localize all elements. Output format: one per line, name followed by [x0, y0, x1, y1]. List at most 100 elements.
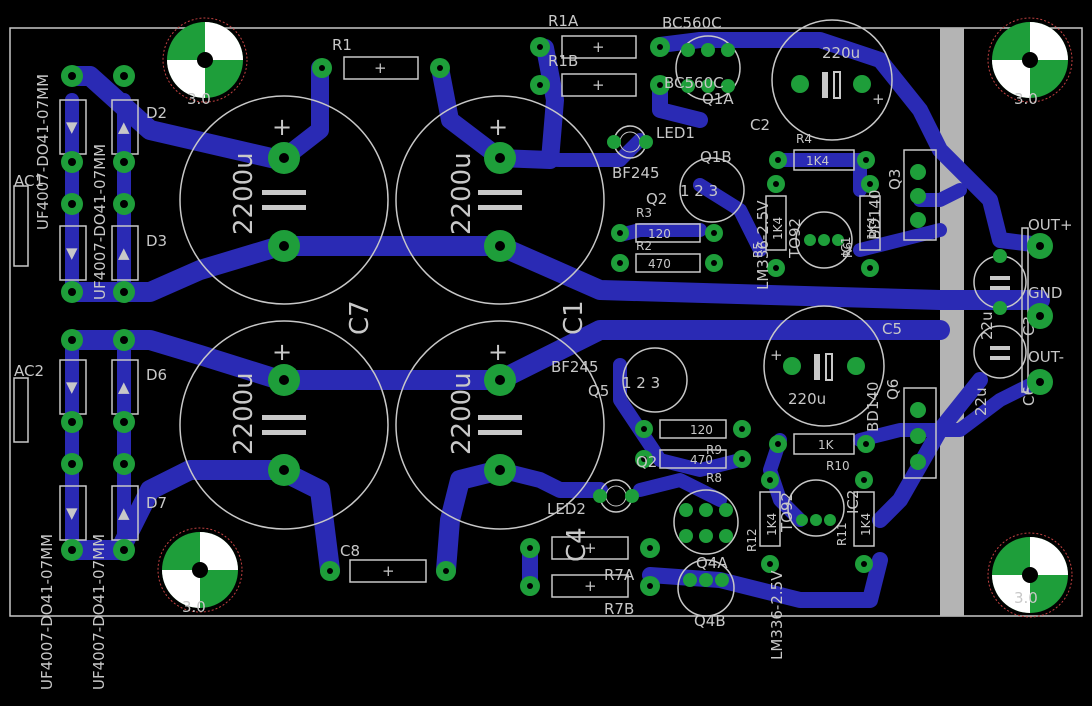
- transistor-type: BC560C: [662, 14, 722, 32]
- transistor-q4b: Q4B: [677, 559, 735, 630]
- ac-connectors: AC1 AC2: [13, 172, 44, 443]
- resistor-value: 470: [648, 257, 671, 271]
- diode-ref-d3: D3: [146, 232, 167, 250]
- capacitor-ref: C7: [345, 300, 375, 335]
- transistor-q1a: BC560C BC560C Q1A: [662, 14, 741, 108]
- diode-package-label: UF4007-DO41-07MM: [38, 534, 56, 690]
- capacitor-c1: + 2200u C1: [395, 95, 605, 335]
- regulator-type: LM336-2.5V: [768, 570, 786, 660]
- resistor-r8: 470 R8: [635, 449, 751, 485]
- diode-package-label: UF4007-DO41-07MM: [90, 534, 108, 690]
- capacitor-ref: C1: [559, 300, 589, 335]
- resistor-value: 1K: [818, 438, 835, 452]
- mount-hole-bottom-right: 3.0: [987, 532, 1073, 618]
- svg-text:▲: ▲: [118, 118, 130, 136]
- capacitor-ref: C2: [750, 116, 770, 134]
- svg-text:+: +: [872, 90, 885, 108]
- svg-text:+: +: [488, 113, 508, 141]
- resistor-value: 1K4: [859, 513, 873, 536]
- transistor-ref-q2-bottom: Q2: [636, 453, 657, 471]
- output-connector: OUT+ GND OUT-: [1021, 216, 1073, 395]
- svg-text:+: +: [770, 346, 783, 364]
- led-ref: LED2: [547, 500, 586, 518]
- resistor-r10: 1K R10: [769, 433, 875, 473]
- regulator-package: TO92: [778, 492, 796, 533]
- regulator-ref: IC1: [839, 236, 853, 256]
- transistor-q4a: Q4A: [673, 489, 739, 572]
- svg-text:+: +: [584, 577, 597, 595]
- transistor-type: BD140: [866, 190, 884, 240]
- resistor-ref: R3: [636, 206, 652, 220]
- capacitor-value: 22u: [972, 387, 990, 416]
- resistor-value: 1K4: [806, 154, 829, 168]
- diode-ref-d6: D6: [146, 366, 167, 384]
- mount-hole-label: 3.0: [1014, 589, 1038, 607]
- capacitor-value: 220u: [822, 44, 860, 62]
- resistor-ref: R5: [751, 242, 765, 258]
- regulator-ref: IC2: [844, 490, 862, 514]
- output-minus-label: OUT-: [1028, 348, 1064, 366]
- regulator-ic2: TO92 LM336-2.5V IC2: [768, 479, 862, 660]
- svg-text:+: +: [374, 59, 387, 77]
- svg-text:▼: ▼: [66, 118, 78, 136]
- transistor-ref: Q3: [886, 169, 904, 190]
- mount-hole-label: 3.0: [182, 598, 206, 616]
- transistor-type: BF245: [551, 358, 599, 376]
- ac-connector-label-top: AC1: [14, 172, 44, 190]
- resistor-r7b: + R7B: [520, 574, 660, 618]
- transistor-ref-q2: Q2: [646, 190, 667, 208]
- capacitor-c8: + 2200u C8: [179, 320, 389, 560]
- diode-ref-d7: D7: [146, 494, 167, 512]
- transistor-ref: Q4A: [696, 554, 728, 572]
- svg-text:+: +: [272, 338, 292, 366]
- mount-hole-label: 3.0: [1014, 90, 1038, 108]
- capacitor-value: 2200u: [229, 372, 259, 455]
- regulator-package: TO92: [786, 218, 804, 259]
- transistor-pins: 1 2 3: [622, 374, 660, 392]
- transistor-ref: Q1B: [700, 148, 732, 166]
- capacitor-c4: + 2200u C4: [395, 320, 605, 562]
- svg-text:+: +: [488, 338, 508, 366]
- resistor-ref: R11: [835, 522, 849, 546]
- board-outline: [9, 27, 1083, 617]
- capacitor-value: 220u: [788, 390, 826, 408]
- transistor-type: BF245: [612, 164, 660, 182]
- diode-package-label: UF4007-DO41-07MM: [91, 144, 109, 300]
- resistor-r5: 1K4 R5: [751, 175, 787, 277]
- svg-text:▲: ▲: [118, 244, 130, 262]
- svg-text:+: +: [592, 38, 605, 56]
- capacitor-c6: 22u C6: [972, 325, 1038, 416]
- transistor-q1b: 1 2 3 Q1B: [679, 148, 745, 223]
- small-capacitors: 220u C2 + 220u C5 + 22u C3 22u C6: [750, 19, 1038, 427]
- transistor-ref: Q4B: [694, 612, 726, 630]
- diode-pads: [61, 65, 135, 561]
- svg-text:▲: ▲: [118, 504, 130, 522]
- resistor-value: 120: [648, 227, 671, 241]
- resistor-ref: R8: [706, 471, 722, 485]
- transistor-q3: Q3 BD140: [866, 149, 937, 241]
- capacitor-c2: 220u C2 +: [750, 19, 893, 141]
- power-transistors: Q3 BD140 Q6 BD140: [864, 149, 937, 479]
- regulator-type: LM336-2.5V: [754, 200, 772, 290]
- svg-text:▼: ▼: [66, 504, 78, 522]
- resistors: + R1 + R1A + R1B 120 R3: [312, 12, 881, 618]
- ac-connector-label-bottom: AC2: [14, 362, 44, 380]
- voltage-references: TO92 LM336-2.5V IC1 TO92 LM336-2.5V IC2: [754, 200, 862, 660]
- capacitor-c7: + 2200u C7: [179, 95, 389, 335]
- resistor-value: 1K4: [765, 513, 779, 536]
- big-capacitors: + 2200u C7 + 2200u C1 + 2200u C8 + 2200u: [179, 95, 605, 562]
- led-2: LED2: [547, 479, 639, 518]
- mount-hole-bottom-left: 3.0: [157, 527, 243, 616]
- transistor-ref: Q1A: [702, 90, 734, 108]
- big-cap-pads: [268, 142, 516, 486]
- diode-block-bottom: ▼ ▲ ▼ ▲ D6 D7: [59, 359, 167, 541]
- regulator-ic1: TO92 LM336-2.5V IC1: [754, 200, 853, 290]
- resistor-ref: R4: [796, 132, 812, 146]
- resistor-ref: R1A: [548, 12, 579, 30]
- resistor-ref: R7B: [604, 600, 634, 618]
- diode-bridge: ▼ ▲ ▼ ▲ D2 D3 ▼ ▲ ▼ ▲ D6 D7 UF4007-DO41-…: [34, 74, 167, 690]
- svg-text:▼: ▼: [66, 244, 78, 262]
- led-1: LED1 BF245: [607, 124, 695, 182]
- transistor-ref: Q6: [884, 379, 902, 400]
- resistor-ref: R10: [826, 459, 850, 473]
